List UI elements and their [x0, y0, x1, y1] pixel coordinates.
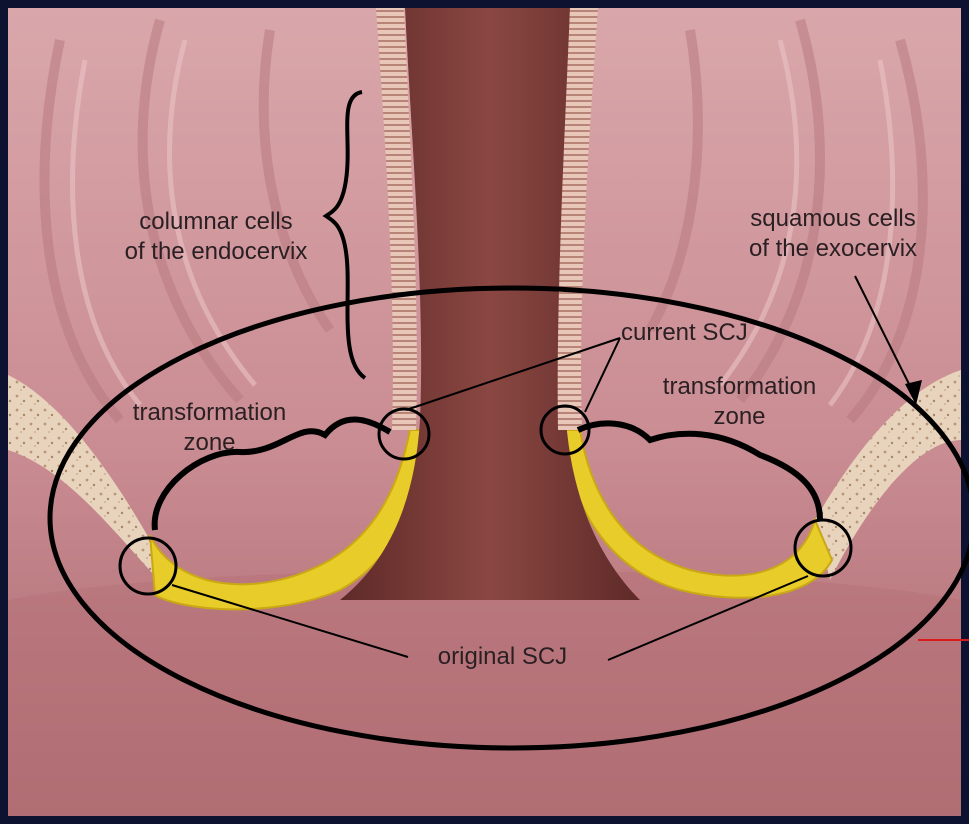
label-columnar-cells: columnar cells of the endocervix: [96, 207, 336, 267]
label-columnar-line1: columnar cells: [96, 207, 336, 237]
label-original-scj: original SCJ: [420, 642, 585, 672]
label-transformation-zone-right: transformation zone: [632, 372, 847, 432]
label-squamous-line1: squamous cells: [718, 204, 948, 234]
label-current-scj: current SCJ: [621, 318, 791, 348]
label-squamous-line2: of the exocervix: [718, 234, 948, 264]
label-columnar-line2: of the endocervix: [96, 237, 336, 267]
label-transformation-zone-left: transformation zone: [102, 398, 317, 458]
label-squamous-cells: squamous cells of the exocervix: [718, 204, 948, 264]
label-tz-right-line1: transformation: [632, 372, 847, 402]
label-tz-left-line2: zone: [102, 428, 317, 458]
label-tz-left-line1: transformation: [102, 398, 317, 428]
label-tz-right-line2: zone: [632, 402, 847, 432]
